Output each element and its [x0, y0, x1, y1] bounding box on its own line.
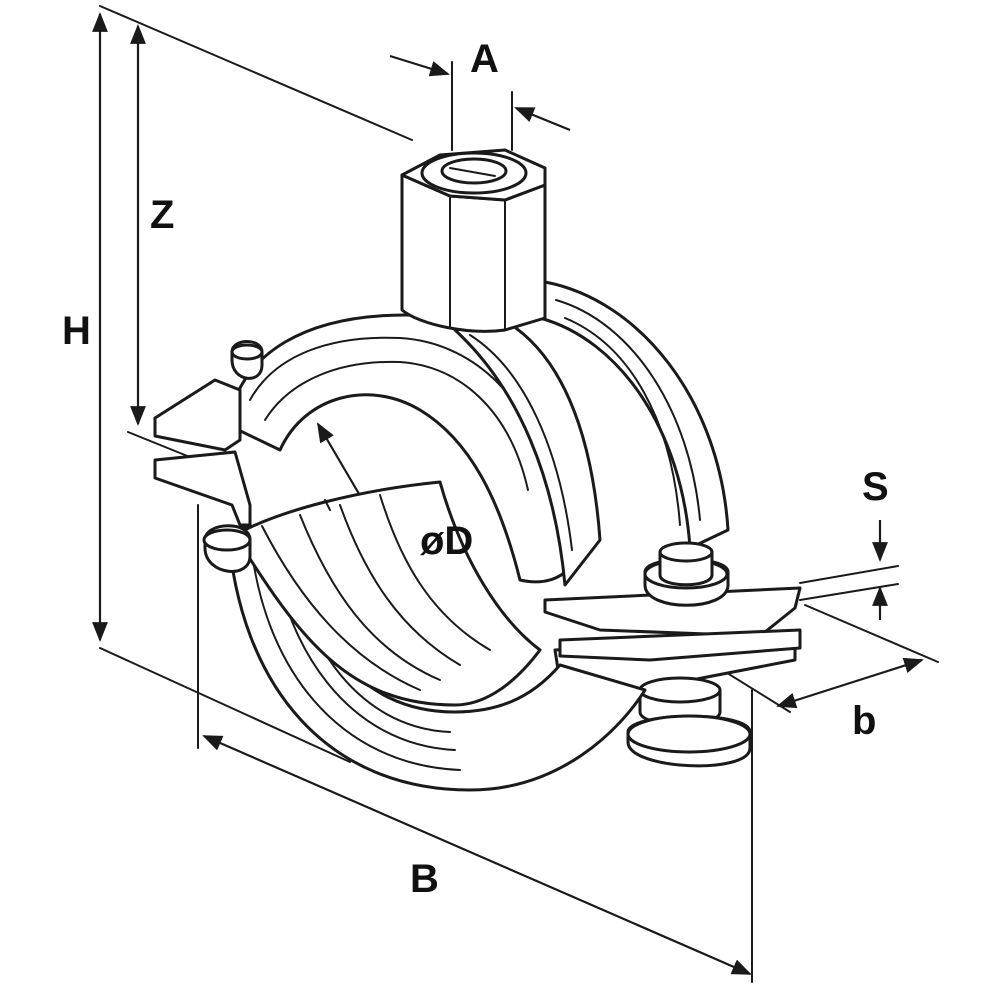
- dim-B: [202, 734, 752, 976]
- upper-band: [226, 313, 602, 587]
- label-D: øD: [420, 519, 473, 563]
- label-b: b: [852, 699, 876, 743]
- right-screw: [643, 541, 730, 607]
- upper-flange-left: [153, 340, 264, 452]
- label-A: A: [470, 37, 499, 81]
- dimension-labels: A Z H S øD b B: [62, 37, 889, 901]
- label-B: B: [410, 857, 439, 901]
- lower-flange-left: [153, 450, 252, 527]
- label-H: H: [62, 309, 91, 353]
- left-screw: [202, 524, 252, 573]
- back-band: [538, 280, 730, 550]
- upper-flange-right: [543, 586, 802, 662]
- dim-A-left: [389, 54, 450, 77]
- rubber-insert: [233, 480, 542, 707]
- dimension-lines: [92, 12, 924, 976]
- label-Z: Z: [150, 193, 174, 237]
- label-S: S: [862, 465, 889, 509]
- dim-b: [776, 657, 924, 709]
- extension-lines: [99, 5, 939, 983]
- dim-A-right: [514, 106, 571, 132]
- hex-nut: [400, 148, 547, 333]
